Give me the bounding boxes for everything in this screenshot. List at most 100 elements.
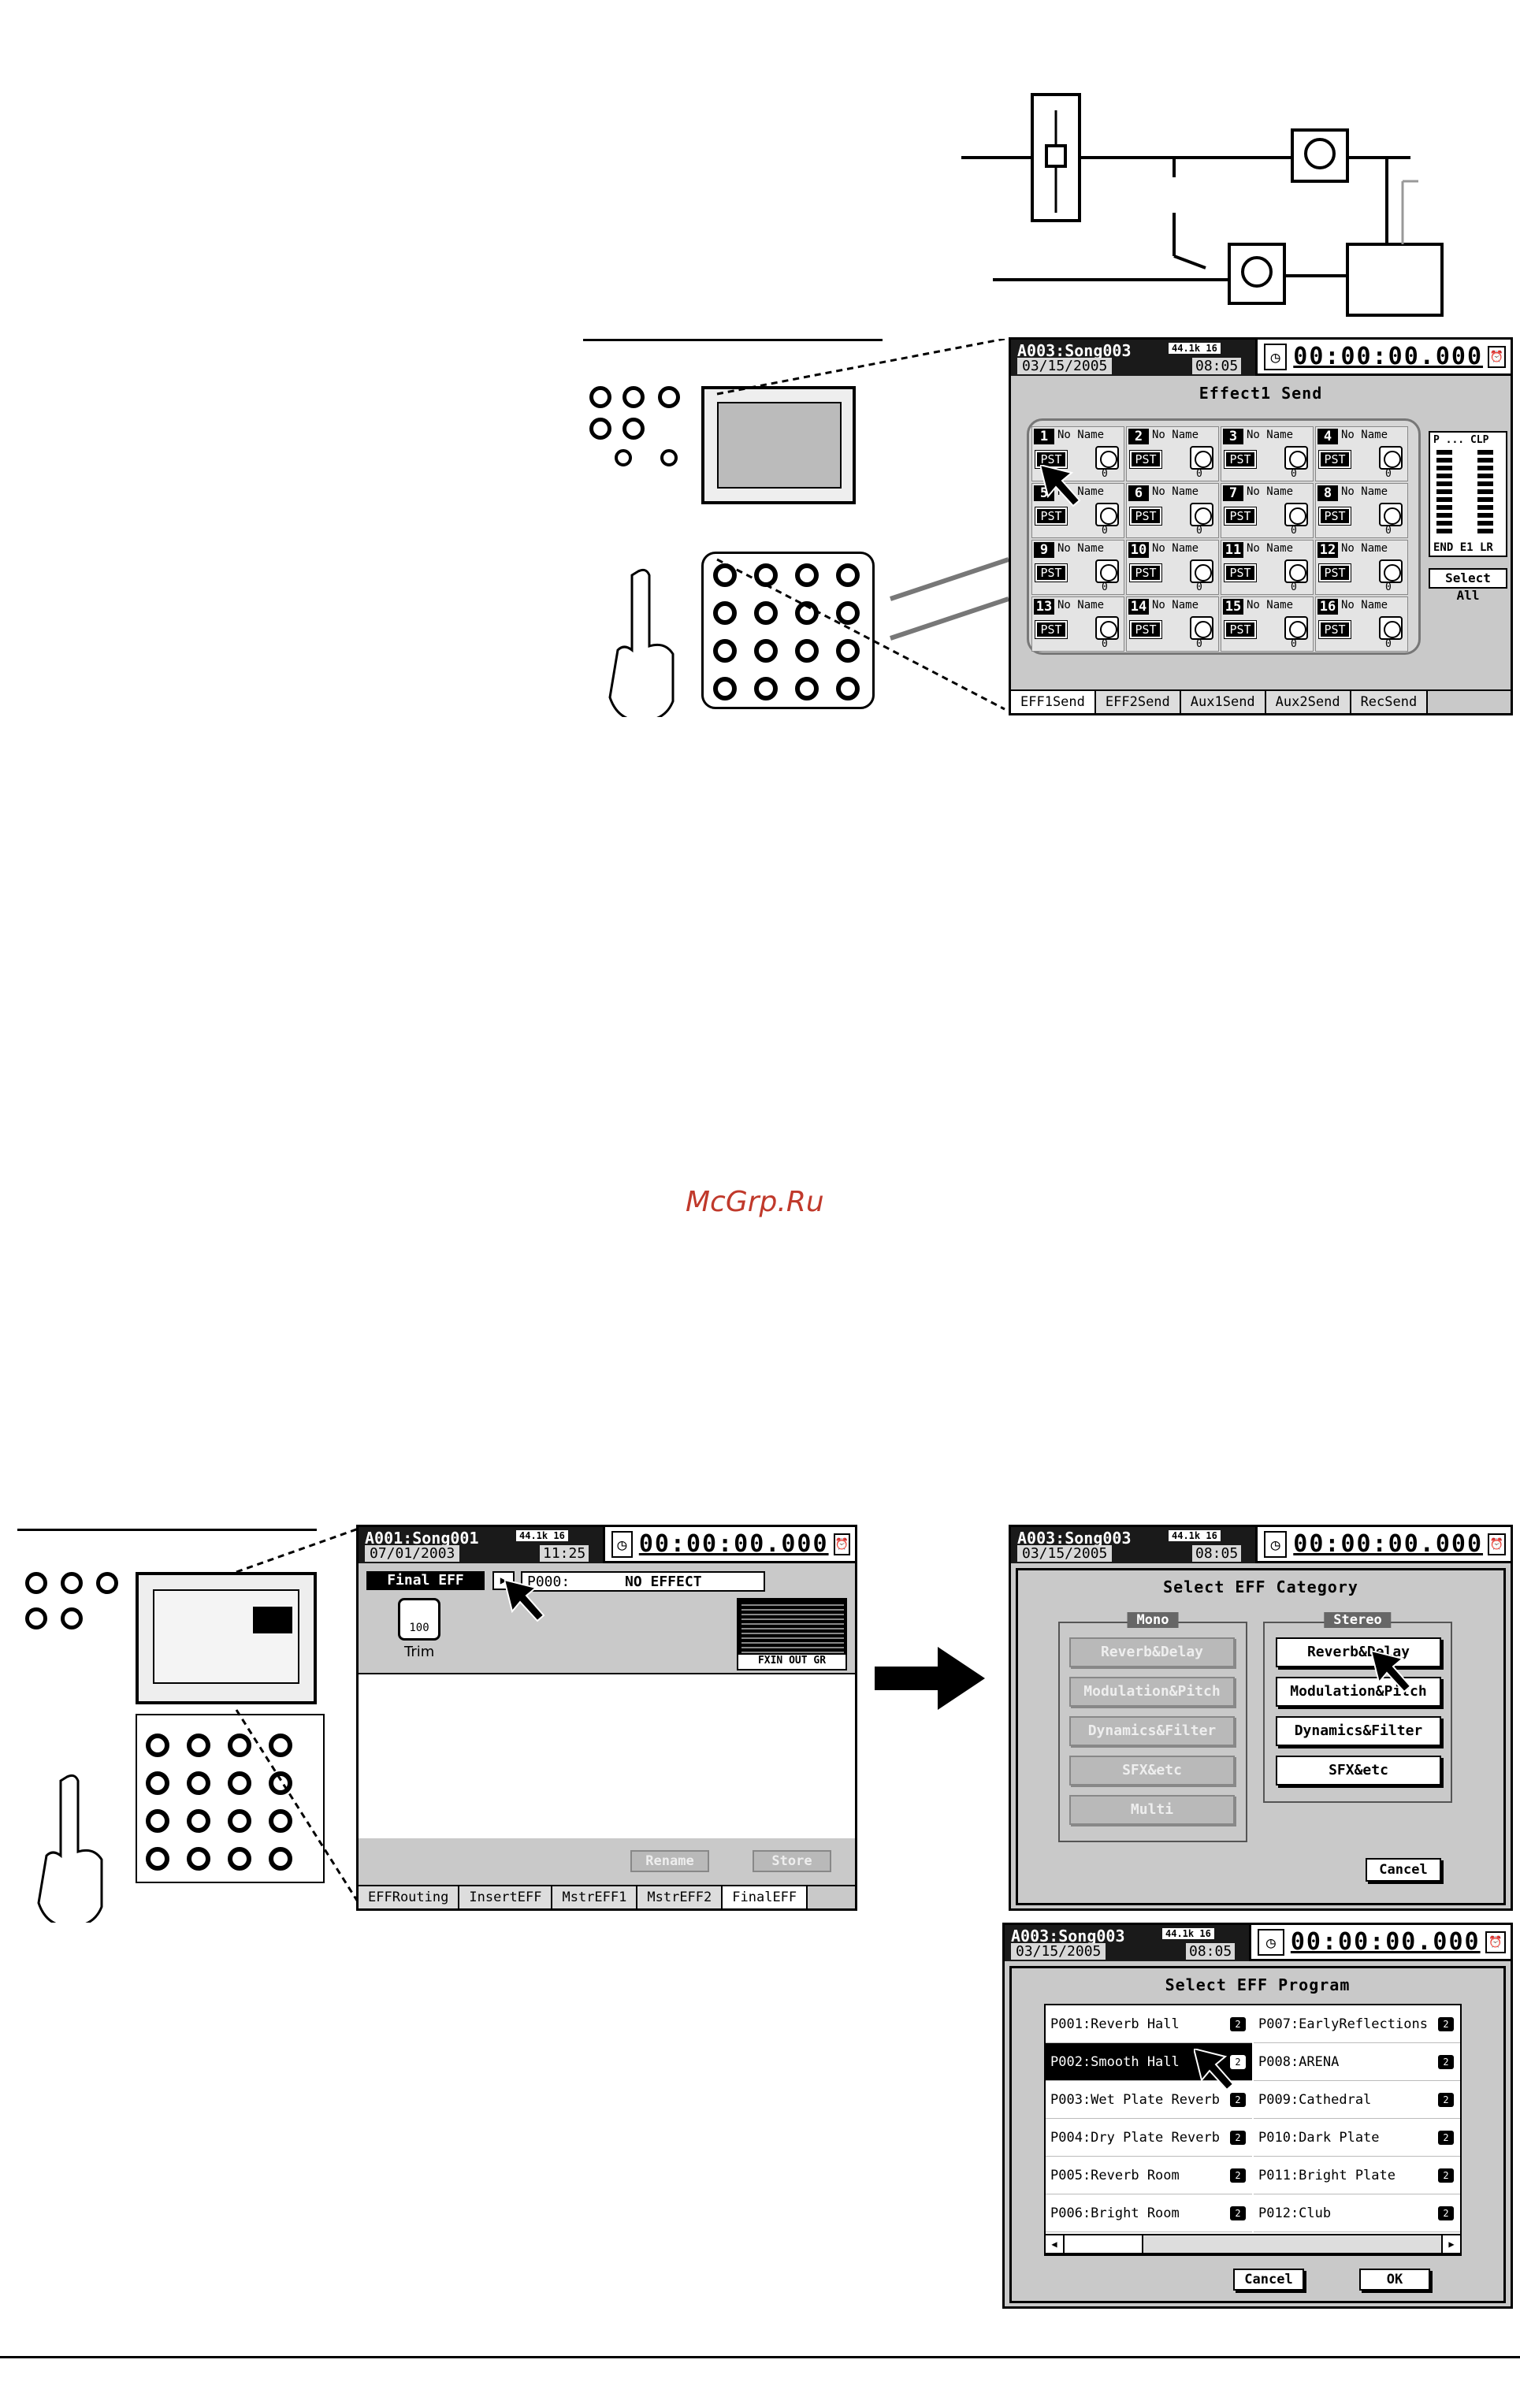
send-knob-icon[interactable] xyxy=(1190,503,1213,526)
channel-pad-knob[interactable] xyxy=(146,1847,169,1871)
send-knob-icon[interactable] xyxy=(1379,559,1403,583)
scroll-thumb[interactable] xyxy=(1065,2235,1143,2253)
phones2-knob[interactable] xyxy=(660,449,678,466)
send-knob-icon[interactable] xyxy=(1284,616,1308,640)
channel-pad-knob[interactable] xyxy=(754,639,778,663)
pst-button[interactable]: PST xyxy=(1129,450,1162,469)
channel-pad-knob[interactable] xyxy=(146,1771,169,1795)
send-knob-icon[interactable] xyxy=(1095,446,1119,470)
channel-pad-knob[interactable] xyxy=(795,677,819,700)
master2-knob[interactable] xyxy=(589,418,611,440)
mono-category-button[interactable]: Reverb&Delay xyxy=(1069,1637,1235,1667)
send-knob-icon[interactable] xyxy=(1190,616,1213,640)
monitor2-knob-b[interactable] xyxy=(61,1607,83,1629)
send-knob-icon[interactable] xyxy=(1284,446,1308,470)
pst-button[interactable]: PST xyxy=(1035,563,1068,582)
stereo-category-button[interactable]: Dynamics&Filter xyxy=(1276,1716,1441,1746)
mono-category-button[interactable]: Modulation&Pitch xyxy=(1069,1677,1235,1707)
mono-category-button[interactable]: Dynamics&Filter xyxy=(1069,1716,1235,1746)
pst-button[interactable]: PST xyxy=(1224,620,1257,639)
send-knob-icon[interactable] xyxy=(1379,503,1403,526)
level-knob[interactable] xyxy=(615,449,632,466)
channel-pad-knob[interactable] xyxy=(269,1847,292,1871)
send-knob-icon[interactable] xyxy=(1095,503,1119,526)
phones-knob-b[interactable] xyxy=(96,1572,118,1594)
tab[interactable]: Aux2Send xyxy=(1265,691,1351,713)
trim-knob-icon[interactable]: 100 xyxy=(398,1598,440,1641)
cancel-button[interactable]: Cancel xyxy=(1366,1858,1441,1882)
channel-pad-knob[interactable] xyxy=(146,1809,169,1833)
channel-pad-knob[interactable] xyxy=(754,601,778,625)
program-box[interactable]: P000: NO EFFECT xyxy=(521,1571,765,1592)
channel-pad-knob[interactable] xyxy=(228,1771,251,1795)
channel-pad-knob[interactable] xyxy=(269,1734,292,1757)
channel-pad-knob[interactable] xyxy=(269,1771,292,1795)
clock-icon[interactable]: ◷ xyxy=(1264,1530,1288,1558)
pst-button[interactable]: PST xyxy=(1224,507,1257,526)
pst-button[interactable]: PST xyxy=(1035,507,1068,526)
pst-button[interactable]: PST xyxy=(1318,563,1351,582)
monitor-knob[interactable] xyxy=(622,386,645,408)
pst-button[interactable]: PST xyxy=(1129,620,1162,639)
channel-pad-knob[interactable] xyxy=(713,601,737,625)
pst-button[interactable]: PST xyxy=(1129,563,1162,582)
store-button[interactable]: Store xyxy=(753,1850,831,1872)
pst-button[interactable]: PST xyxy=(1224,450,1257,469)
clock-icon[interactable]: ◷ xyxy=(1264,343,1288,370)
clock-icon[interactable]: ◷ xyxy=(1258,1928,1284,1956)
send-knob-icon[interactable] xyxy=(1284,559,1308,583)
send-knob-icon[interactable] xyxy=(1379,446,1403,470)
channel-pad-knob[interactable] xyxy=(146,1734,169,1757)
channel-pad-knob[interactable] xyxy=(754,563,778,587)
select-all-button[interactable]: Select All xyxy=(1429,568,1507,603)
play-arrow-icon[interactable]: ▶ xyxy=(492,1571,515,1590)
ok-button[interactable]: OK xyxy=(1359,2269,1430,2291)
send-knob-icon[interactable] xyxy=(1095,559,1119,583)
stereo-category-button[interactable]: SFX&etc xyxy=(1276,1756,1441,1786)
tab[interactable]: MstrEFF1 xyxy=(552,1886,638,1908)
clock-icon[interactable]: ◷ xyxy=(611,1530,633,1558)
pst-button[interactable]: PST xyxy=(1318,507,1351,526)
pst-button[interactable]: PST xyxy=(1224,563,1257,582)
channel-pad-knob[interactable] xyxy=(836,563,860,587)
pst-button[interactable]: PST xyxy=(1129,507,1162,526)
master2-knob-b[interactable] xyxy=(25,1607,47,1629)
monitor-knob-b[interactable] xyxy=(61,1572,83,1594)
monitor2-knob[interactable] xyxy=(622,418,645,440)
tab[interactable]: EFF2Send xyxy=(1095,691,1181,713)
tab[interactable]: MstrEFF2 xyxy=(637,1886,723,1908)
send-knob-icon[interactable] xyxy=(1190,446,1213,470)
phones-knob[interactable] xyxy=(658,386,680,408)
alarm-icon[interactable]: ⏰ xyxy=(1488,345,1506,368)
channel-pad-knob[interactable] xyxy=(228,1809,251,1833)
cancel-button[interactable]: Cancel xyxy=(1233,2269,1304,2291)
channel-pad-knob[interactable] xyxy=(754,677,778,700)
channel-pad-knob[interactable] xyxy=(187,1847,210,1871)
tab[interactable]: FinalEFF xyxy=(723,1886,808,1908)
scroll-right-icon[interactable]: ▶ xyxy=(1441,2235,1460,2253)
channel-pad-knob[interactable] xyxy=(228,1847,251,1871)
tab[interactable]: EFFRouting xyxy=(359,1886,460,1908)
